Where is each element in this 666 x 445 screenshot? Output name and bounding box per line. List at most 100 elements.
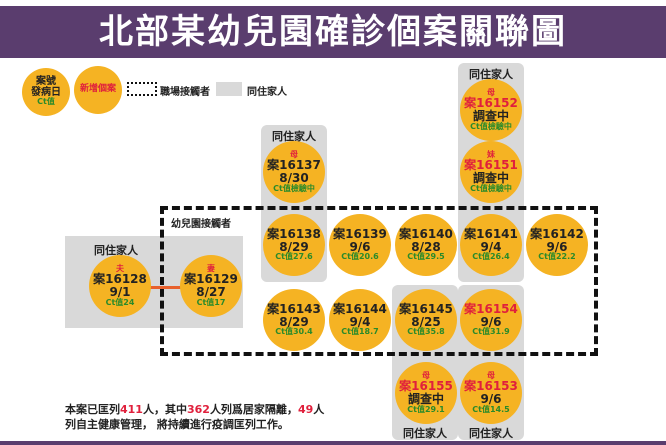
ct-value: Ct值26.4 [472, 252, 510, 262]
ct-value: Ct值22.2 [538, 252, 576, 262]
onset-date: 8/25 [411, 314, 441, 329]
ct-value: Ct值31.9 [472, 327, 510, 337]
legend-gray-swatch [216, 82, 242, 96]
onset-date: 9/6 [349, 239, 371, 254]
legend-ct-label: Ct值 [37, 97, 55, 107]
case-id: 案16145 [399, 302, 453, 317]
ct-value: Ct值30.4 [275, 327, 313, 337]
bottom-bar [0, 441, 666, 445]
case-id: 案16143 [267, 302, 321, 317]
household-label: 同住家人 [469, 68, 513, 81]
case-id: 案16137 [267, 158, 321, 173]
legend-new-case-label: 新增個案 [79, 84, 116, 95]
ct-value: Ct值14.5 [472, 404, 510, 414]
onset-date: 調查中 [407, 392, 444, 406]
relation: 母 [290, 150, 298, 160]
case-id: 案16141 [464, 227, 518, 242]
case-id: 案16153 [464, 379, 518, 394]
case-id: 案16144 [333, 302, 387, 317]
ct-value: Ct值29.5 [407, 252, 445, 262]
case-id: 案16129 [184, 272, 238, 287]
onset-date: 8/29 [279, 314, 309, 329]
legend-circle-new: 新增個案 [74, 66, 122, 114]
case-id: 案16152 [464, 96, 518, 111]
household-label: 同住家人 [272, 130, 316, 143]
case-id: 案16140 [399, 227, 453, 242]
relation: 妹 [487, 150, 495, 160]
summary-line-2: 列自主健康管理， 將持續進行疫調匡列工作。 [65, 418, 289, 431]
kindergarten-label: 幼兒園接觸者 [171, 219, 231, 230]
legend-circle-key: 案號 發病日 Ct值 [22, 68, 70, 116]
summary-part: 本案已匡列 [65, 403, 120, 416]
ct-value: Ct值17 [196, 297, 226, 307]
legend-gray-label: 同住家人 [247, 87, 287, 98]
page-title: 北部某幼兒園確診個案關聯圖 [0, 6, 666, 58]
summary-part: 人 [313, 403, 325, 416]
onset-date: 8/29 [279, 239, 309, 254]
onset-date: 9/4 [480, 239, 502, 254]
case-id: 案16128 [93, 272, 147, 287]
ct-value: Ct值20.6 [341, 252, 379, 262]
household-label: 同住家人 [403, 427, 447, 440]
legend-dashed-label: 職場接觸者 [160, 87, 210, 98]
onset-date: 9/6 [480, 314, 502, 329]
kindergarten-contact-box [160, 206, 598, 356]
relation: 母 [487, 88, 495, 98]
onset-date: 9/6 [546, 239, 568, 254]
legend-case-label: 案號 [36, 76, 56, 88]
ct-value: Ct值24 [105, 297, 135, 307]
household-label: 同住家人 [94, 244, 138, 257]
ct-value: Ct值18.7 [341, 327, 379, 337]
summary-part: 人，其中 [142, 403, 187, 416]
ct-value: Ct值29.1 [407, 404, 445, 414]
relation: 夫 [116, 264, 124, 274]
ct-value: Ct值35.8 [407, 327, 445, 337]
onset-date: 9/4 [349, 314, 371, 329]
ct-value: Ct值檢驗中 [470, 121, 512, 131]
summary-part: 人列爲居家隔離， [209, 403, 298, 416]
onset-date: 9/1 [109, 285, 131, 299]
self-monitor-count: 49 [297, 403, 314, 416]
case-id: 案16151 [464, 158, 518, 173]
quarantine-count: 362 [186, 403, 210, 416]
case-id: 案16142 [530, 227, 584, 242]
legend-dashed-swatch [127, 82, 157, 96]
ct-value: Ct值檢驗中 [470, 183, 512, 193]
case-id: 案16139 [333, 227, 387, 242]
case-id: 案16138 [267, 227, 321, 242]
ct-value: Ct值27.6 [275, 252, 313, 262]
onset-date: 8/28 [411, 239, 441, 254]
onset-date: 調查中 [472, 171, 509, 185]
spouse-link [150, 286, 182, 289]
relation: 母 [422, 371, 430, 381]
ct-value: Ct值檢驗中 [273, 183, 315, 193]
case-id: 案16155 [399, 379, 453, 394]
relation: 母 [487, 371, 495, 381]
household-label: 同住家人 [469, 427, 513, 440]
onset-date: 9/6 [480, 392, 502, 406]
summary-text: 本案已匡列411人，其中362人列爲居家隔離，49人 列自主健康管理， 將持續進… [65, 402, 324, 432]
relation: 妻 [207, 264, 215, 274]
legend-date-label: 發病日 [31, 86, 61, 98]
onset-date: 8/30 [279, 171, 309, 185]
case-id: 案16154 [464, 302, 518, 317]
onset-date: 8/27 [196, 285, 226, 299]
traced-count: 411 [120, 403, 143, 416]
onset-date: 調查中 [472, 109, 509, 123]
